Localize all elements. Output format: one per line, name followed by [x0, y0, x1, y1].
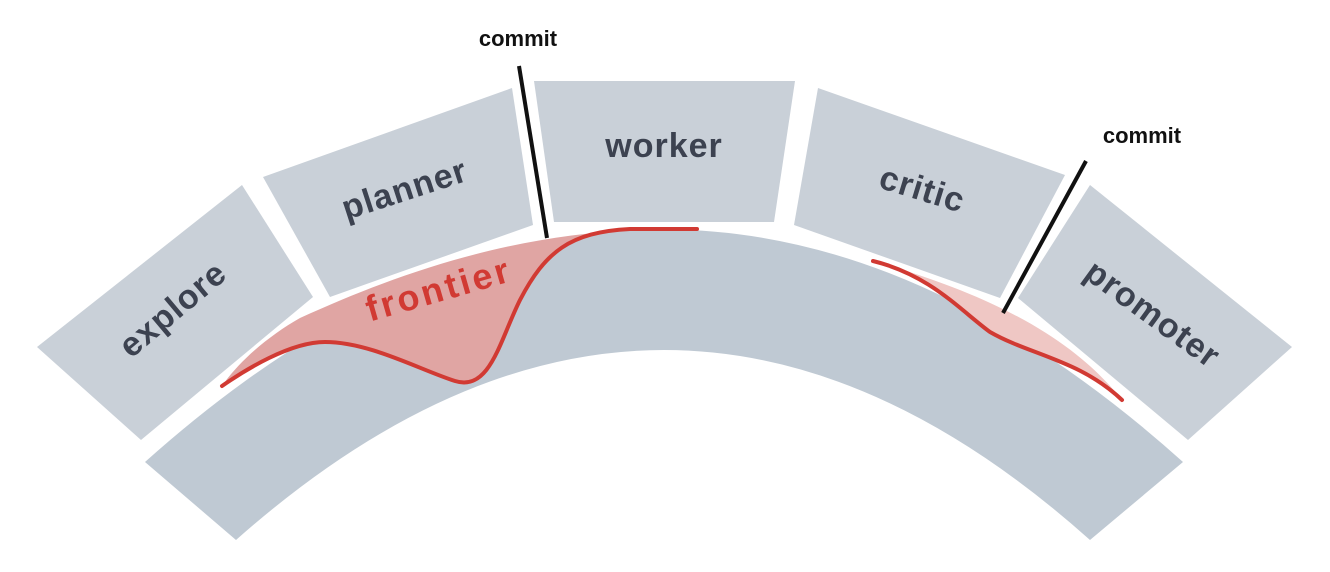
frontier-area	[222, 228, 697, 386]
base-band	[145, 229, 1183, 540]
frontier-line	[220, 227, 699, 388]
segment-worker	[534, 81, 795, 222]
frontier-area-right	[873, 261, 1122, 400]
commit-label: commit	[479, 26, 558, 51]
commit-label: commit	[1103, 123, 1182, 148]
frontier-line-right	[871, 259, 1124, 402]
segment-critic	[794, 88, 1065, 298]
commit-marker-line	[1001, 160, 1088, 314]
segment-label-worker: worker	[604, 127, 723, 165]
segment-planner	[263, 88, 533, 297]
commit-marker-line	[517, 65, 549, 239]
segment-promoter	[1018, 185, 1292, 440]
segment-explore	[37, 185, 313, 440]
